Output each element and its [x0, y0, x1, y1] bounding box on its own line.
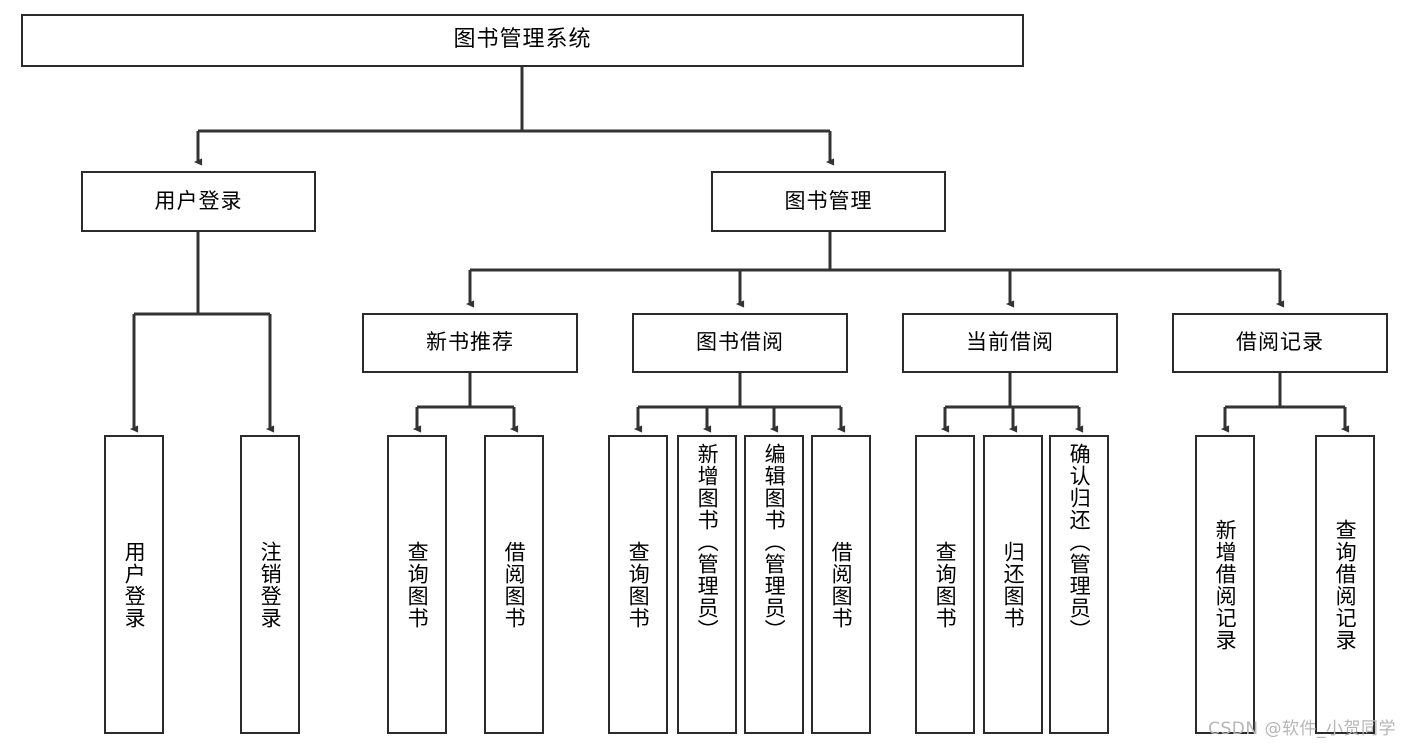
- leaf-new-book-query[interactable]: 查询图书: [387, 435, 447, 734]
- node-label: 图书借阅: [696, 330, 784, 355]
- node-user-login[interactable]: 用户登录: [81, 171, 316, 232]
- node-label: 借阅图书: [829, 540, 854, 629]
- watermark: CSDN @软件_小贺同学: [1208, 719, 1396, 739]
- node-label: 借阅图书: [502, 540, 527, 629]
- leaf-user-login-logout[interactable]: 注销登录: [240, 435, 300, 734]
- node-label: 注销登录: [258, 540, 283, 629]
- node-current-borrow[interactable]: 当前借阅: [902, 313, 1118, 373]
- node-book-management[interactable]: 图书管理: [711, 171, 946, 232]
- leaf-user-login-login[interactable]: 用户登录: [104, 435, 164, 734]
- node-label: 图书管理: [784, 188, 873, 213]
- node-label: 新增借阅记录: [1213, 518, 1238, 651]
- node-new-book-recommend[interactable]: 新书推荐: [362, 313, 578, 373]
- node-label: 编辑图书（管理员）: [762, 443, 787, 641]
- node-book-borrow[interactable]: 图书借阅: [632, 313, 848, 373]
- leaf-borrow-record-query[interactable]: 查询借阅记录: [1315, 435, 1375, 734]
- leaf-book-borrow-borrow[interactable]: 借阅图书: [811, 435, 871, 734]
- node-label: 新书推荐: [426, 330, 514, 355]
- node-label: 查询图书: [405, 540, 430, 629]
- node-borrow-record[interactable]: 借阅记录: [1172, 313, 1388, 373]
- node-label: 用户登录: [154, 188, 243, 213]
- leaf-current-borrow-return[interactable]: 归还图书: [983, 435, 1043, 734]
- node-root-system[interactable]: 图书管理系统: [21, 14, 1024, 67]
- node-label: 查询借阅记录: [1333, 518, 1358, 651]
- leaf-new-book-borrow[interactable]: 借阅图书: [484, 435, 544, 734]
- node-label: 当前借阅: [966, 330, 1054, 355]
- node-label: 借阅记录: [1236, 330, 1324, 355]
- node-label: 确认归还（管理员）: [1067, 443, 1092, 641]
- leaf-current-borrow-query[interactable]: 查询图书: [915, 435, 975, 734]
- leaf-book-borrow-edit[interactable]: 编辑图书（管理员）: [744, 435, 804, 734]
- node-label: 查询图书: [933, 540, 958, 629]
- node-label: 归还图书: [1001, 540, 1026, 629]
- node-label: 新增图书（管理员）: [695, 443, 720, 641]
- leaf-book-borrow-add[interactable]: 新增图书（管理员）: [677, 435, 737, 734]
- leaf-borrow-record-add[interactable]: 新增借阅记录: [1195, 435, 1255, 734]
- node-label: 查询图书: [626, 540, 651, 629]
- node-label: 图书管理系统: [453, 27, 592, 53]
- leaf-current-borrow-confirm-return[interactable]: 确认归还（管理员）: [1049, 435, 1109, 734]
- node-label: 用户登录: [122, 540, 147, 629]
- leaf-book-borrow-query[interactable]: 查询图书: [608, 435, 668, 734]
